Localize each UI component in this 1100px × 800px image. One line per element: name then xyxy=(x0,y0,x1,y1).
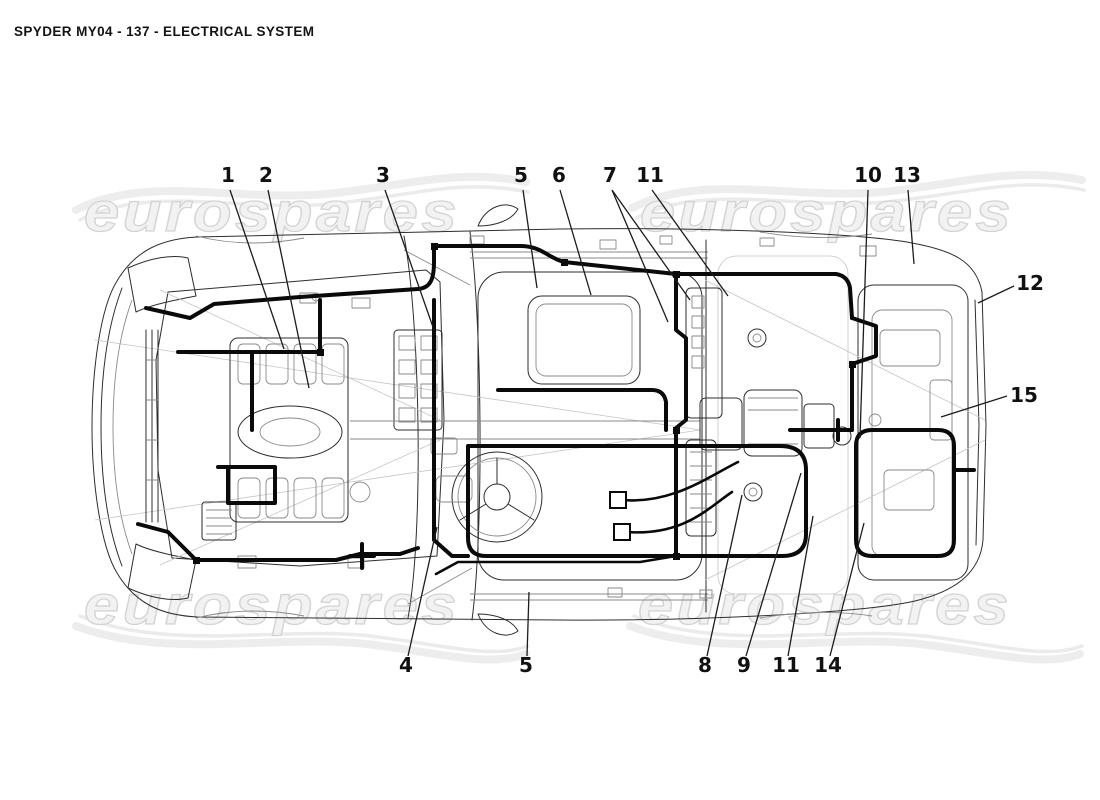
callout-11-bottom[interactable]: 11 xyxy=(772,653,800,677)
callout-2[interactable]: 2 xyxy=(259,163,273,187)
callout-1[interactable]: 1 xyxy=(221,163,235,187)
callout-13[interactable]: 13 xyxy=(893,163,921,187)
callout-5-bottom[interactable]: 5 xyxy=(519,653,533,677)
callout-15[interactable]: 15 xyxy=(1010,383,1038,407)
callout-4[interactable]: 4 xyxy=(399,653,413,677)
callout-numbers: 1 2 3 5 6 7 11 10 13 12 15 4 5 8 9 11 14 xyxy=(221,163,1044,677)
callout-7[interactable]: 7 xyxy=(603,163,617,187)
page-title: SPYDER MY04 - 137 - ELECTRICAL SYSTEM xyxy=(14,24,315,39)
wiring-harness xyxy=(136,243,976,576)
callout-6[interactable]: 6 xyxy=(552,163,566,187)
callout-leader-lines xyxy=(229,189,1015,657)
front-relay-block xyxy=(201,501,237,541)
watermark-text-top-right: eurospares xyxy=(640,180,1014,243)
callout-10[interactable]: 10 xyxy=(854,163,882,187)
misc-components xyxy=(237,235,877,599)
callout-9[interactable]: 9 xyxy=(737,653,751,677)
callout-14[interactable]: 14 xyxy=(814,653,842,677)
watermark-swoosh-top-left xyxy=(72,172,530,222)
watermark-text-bottom-left: eurospares xyxy=(84,573,460,636)
callout-5-top[interactable]: 5 xyxy=(514,163,528,187)
trunk-equipment xyxy=(868,329,953,511)
watermark-text-bottom-right: eurospares xyxy=(638,573,1012,636)
transaxle xyxy=(699,389,852,457)
rear-relay-panels xyxy=(685,287,767,537)
watermark-swoosh-top-right xyxy=(628,170,1086,220)
watermark-swoosh-bottom-left xyxy=(72,614,530,664)
callout-3[interactable]: 3 xyxy=(376,163,390,187)
front-fuse-box xyxy=(393,329,443,431)
cabin-panels xyxy=(350,295,700,440)
callout-8[interactable]: 8 xyxy=(698,653,712,677)
radiator xyxy=(145,329,159,523)
steering-wheel xyxy=(430,437,543,543)
engine xyxy=(229,337,349,523)
watermark-swoosh-bottom-right xyxy=(626,614,1084,664)
callout-12[interactable]: 12 xyxy=(1016,271,1044,295)
callout-11-top[interactable]: 11 xyxy=(636,163,664,187)
